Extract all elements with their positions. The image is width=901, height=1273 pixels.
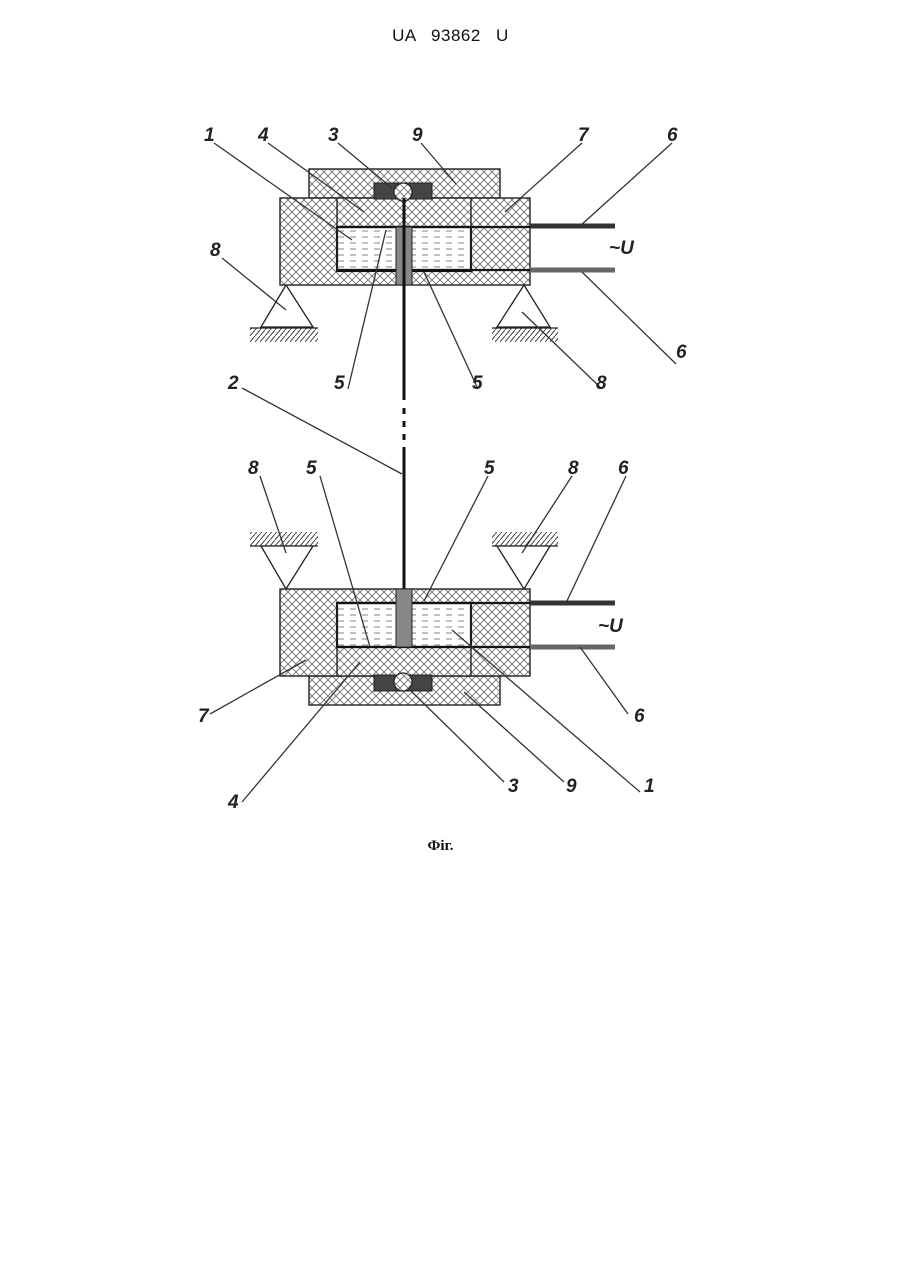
bottom-ground-left	[250, 532, 318, 546]
voltage-label-bottom: ~U	[598, 616, 624, 637]
label-4-top: 4	[257, 125, 269, 146]
bottom-support-right	[497, 546, 550, 589]
bottom-guide-tube	[396, 589, 412, 647]
label-3-top: 3	[328, 125, 339, 146]
figure-caption: Фіг.	[0, 838, 881, 855]
label-7-bottom: 7	[198, 706, 210, 727]
label-5-top-left: 5	[334, 373, 345, 394]
label-6-top-upper: 6	[667, 125, 678, 146]
top-support-left	[261, 285, 313, 327]
bottom-assembly	[250, 532, 615, 705]
label-8-bottom-right: 8	[568, 458, 579, 479]
label-4-bottom: 4	[227, 792, 239, 813]
label-5-top-right: 5	[472, 373, 483, 394]
top-ground-right	[492, 328, 558, 342]
top-assembly	[250, 169, 615, 342]
voltage-label-top: ~U	[609, 238, 635, 259]
label-9-top: 9	[412, 125, 423, 146]
label-6-bottom-upper: 6	[618, 458, 629, 479]
bottom-ground-right	[492, 532, 558, 546]
label-7-top: 7	[578, 125, 590, 146]
label-8-bottom-left: 8	[248, 458, 259, 479]
label-6-top-lower: 6	[676, 342, 687, 363]
label-6-bottom-lower: 6	[634, 706, 645, 727]
label-5-bottom-left: 5	[306, 458, 317, 479]
top-ground-left	[250, 328, 318, 342]
label-1-top: 1	[204, 125, 215, 146]
label-5-bottom-right: 5	[484, 458, 495, 479]
label-8-top-left: 8	[210, 240, 221, 261]
label-8-top-right: 8	[596, 373, 607, 394]
bottom-fixing-ball	[394, 673, 412, 691]
label-2-wire: 2	[227, 373, 239, 394]
top-support-right	[497, 285, 550, 327]
bottom-support-left	[261, 546, 313, 589]
label-1-bottom: 1	[644, 776, 655, 797]
label-3-bottom: 3	[508, 776, 519, 797]
label-9-bottom: 9	[566, 776, 577, 797]
